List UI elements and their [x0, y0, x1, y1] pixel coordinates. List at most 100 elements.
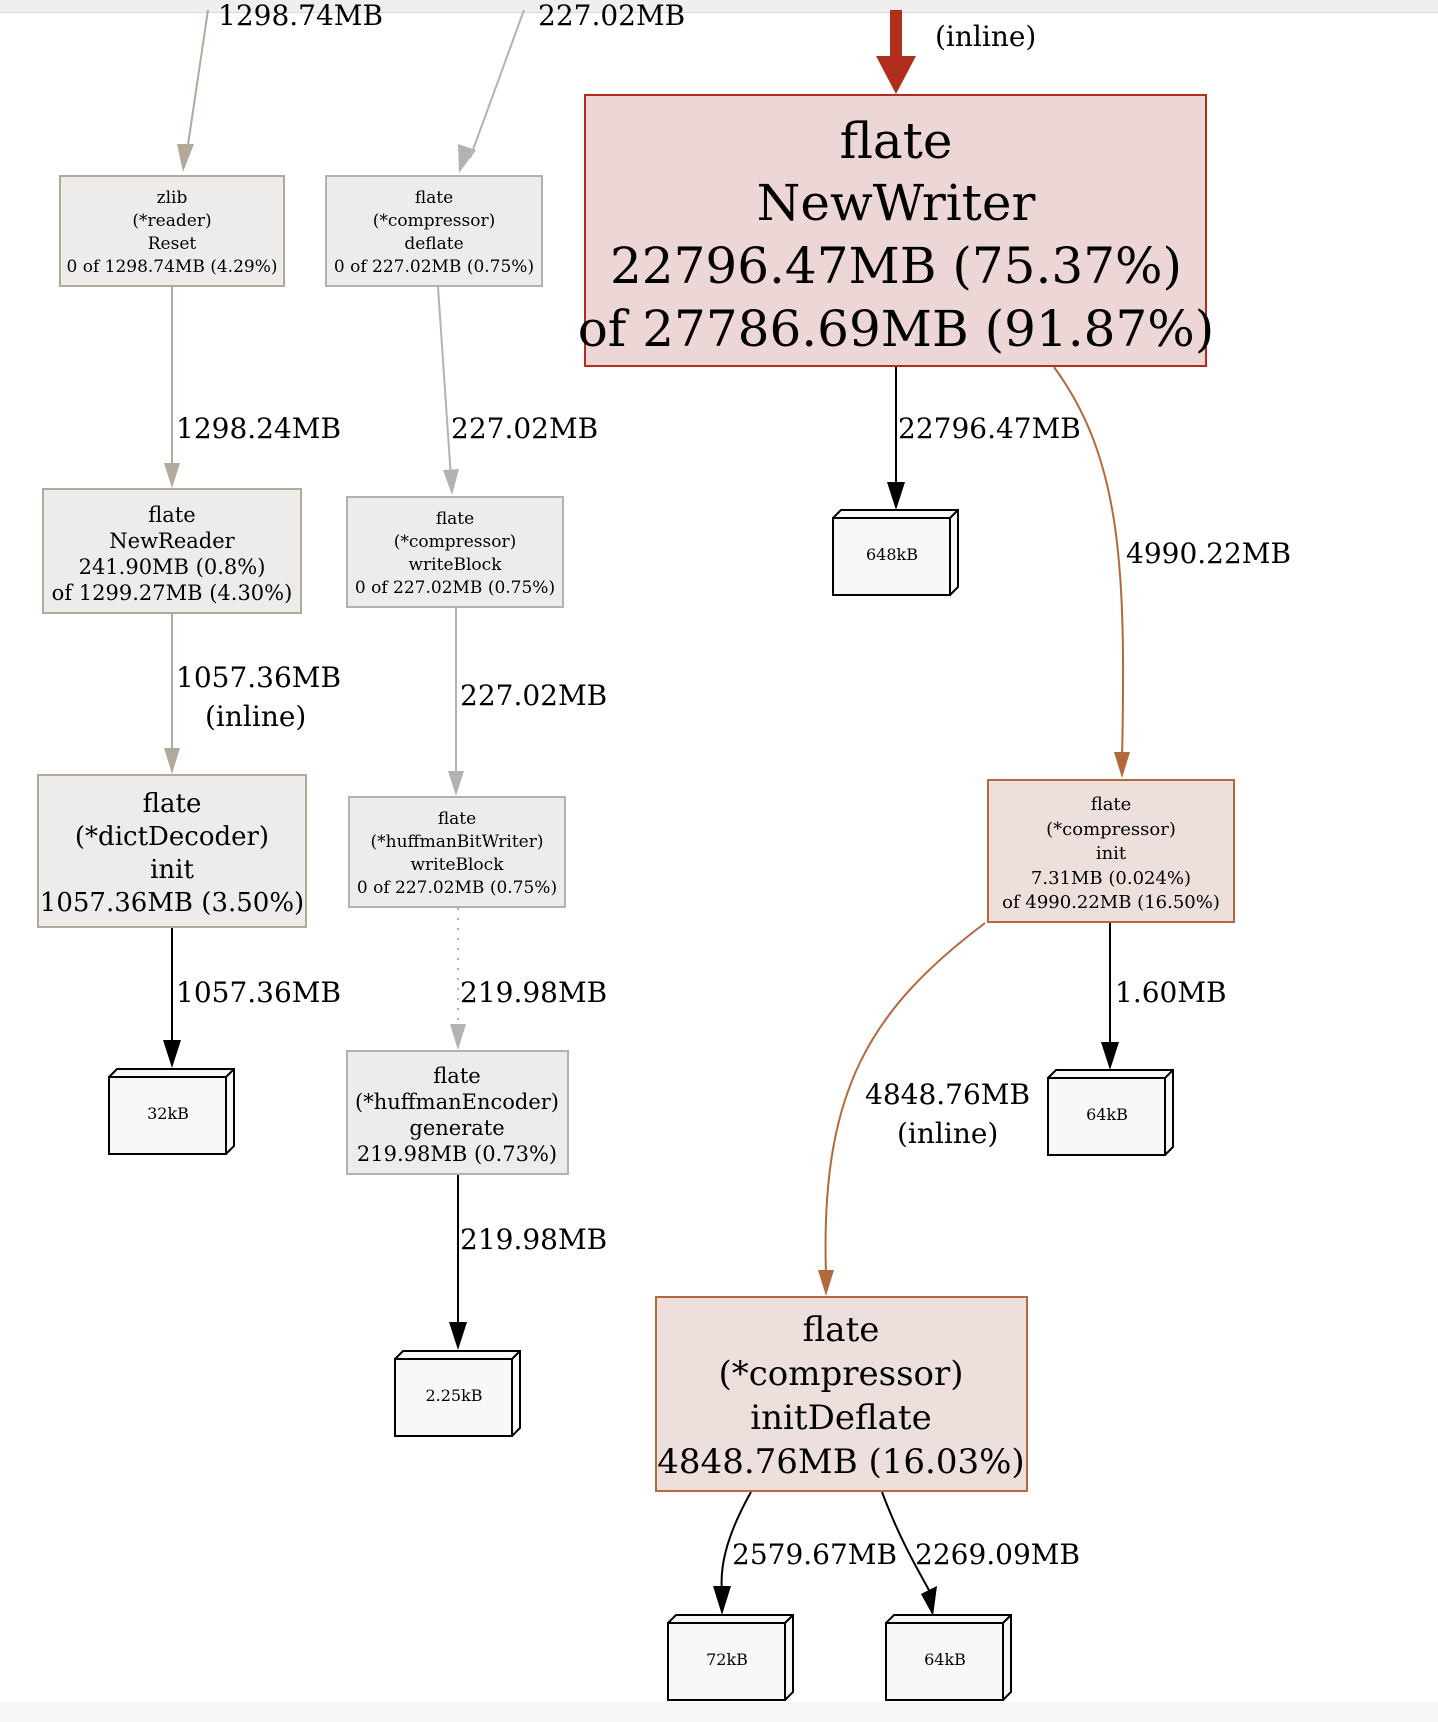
node-receiver: (*dictDecoder): [75, 822, 269, 852]
node-cost: 1057.36MB (3.50%): [40, 888, 304, 918]
edge-generate-to-2-25kb: 219.98MB: [449, 1175, 607, 1350]
alloc-box-2-25kb[interactable]: 2.25kB: [394, 1350, 521, 1437]
edge-label: 1057.36MB: [176, 661, 341, 694]
alloc-box-72kb[interactable]: 72kB: [667, 1614, 794, 1701]
node-receiver: (*compressor): [373, 211, 496, 231]
edge-label: 227.02MB: [451, 412, 598, 445]
node-package: flate: [840, 112, 953, 170]
node-function: writeBlock: [411, 855, 505, 875]
node-package: flate: [803, 1310, 880, 1350]
browser-bottom-bar: [0, 1702, 1438, 1722]
edge-initdeflate-to-72kb: 2579.67MB: [713, 1491, 897, 1615]
node-receiver: (*reader): [132, 211, 211, 231]
edge-writeblock-to-bitwriter: 227.02MB: [448, 608, 607, 796]
node-package: flate: [436, 509, 474, 529]
node-function: generate: [409, 1116, 504, 1140]
node-cost: 0 of 227.02MB (0.75%): [357, 878, 557, 898]
edge-label: 227.02MB: [538, 0, 685, 32]
edge-newwriter-to-init: 4990.22MB: [1053, 366, 1291, 778]
node-flate-newwriter[interactable]: flate NewWriter 22796.47MB (75.37%) of 2…: [578, 94, 1215, 367]
node-flate-huffmanencoder-generate[interactable]: flate (*huffmanEncoder) generate 219.98M…: [346, 1050, 569, 1175]
node-receiver: (*huffmanBitWriter): [371, 832, 544, 852]
node-receiver: (*huffmanEncoder): [355, 1090, 559, 1114]
node-function: initDeflate: [750, 1398, 931, 1438]
node-flate-dictdecoder-init[interactable]: flate (*dictDecoder) init 1057.36MB (3.5…: [37, 774, 307, 928]
alloc-box-64kb-b[interactable]: 64kB: [885, 1614, 1012, 1701]
node-package: flate: [433, 1064, 480, 1088]
node-flate-newreader[interactable]: flate NewReader 241.90MB (0.8%) of 1299.…: [42, 488, 302, 614]
edge-label: 227.02MB: [460, 679, 607, 712]
edge-in-zlib-reset: 1298.74MB: [177, 0, 383, 172]
alloc-size: 64kB: [924, 1650, 966, 1669]
edge-deflate-to-writeblock: 227.02MB: [437, 286, 598, 495]
node-cost: 0 of 227.02MB (0.75%): [355, 578, 555, 598]
node-package: flate: [1091, 794, 1132, 815]
edge-label: 1057.36MB: [176, 976, 341, 1009]
edge-label: (inline): [205, 700, 306, 733]
node-cumulative: of 4990.22MB (16.50%): [1002, 892, 1220, 913]
alloc-size: 2.25kB: [425, 1386, 482, 1405]
node-flate-compressor-init[interactable]: flate (*compressor) init 7.31MB (0.024%)…: [987, 779, 1235, 923]
node-flate-compressor-writeblock[interactable]: flate (*compressor) writeBlock 0 of 227.…: [346, 496, 564, 608]
alloc-size: 648kB: [866, 545, 918, 564]
node-function: NewWriter: [757, 174, 1036, 232]
edge-label: (inline): [935, 20, 1036, 53]
alloc-size: 64kB: [1086, 1105, 1128, 1124]
node-flate-huffmanbitwriter-writeblock[interactable]: flate (*huffmanBitWriter) writeBlock 0 o…: [348, 796, 566, 908]
node-receiver: (*compressor): [1046, 819, 1176, 840]
node-receiver: (*compressor): [394, 532, 517, 552]
edge-init-to-initdeflate: 4848.76MB (inline): [818, 922, 1030, 1296]
node-flate-compressor-deflate[interactable]: flate (*compressor) deflate 0 of 227.02M…: [325, 175, 543, 287]
node-function: Reset: [148, 234, 197, 254]
alloc-box-648kb[interactable]: 648kB: [832, 509, 959, 596]
node-package: flate: [415, 188, 453, 208]
edge-newwriter-to-648kb: 22796.47MB: [887, 367, 1081, 510]
node-package: flate: [143, 789, 202, 819]
edge-label: 2269.09MB: [915, 1538, 1080, 1571]
edge-in-compressor-deflate: 227.02MB: [458, 0, 685, 173]
edge-label: 1.60MB: [1115, 976, 1227, 1009]
node-package: flate: [148, 503, 195, 527]
alloc-size: 72kB: [706, 1650, 748, 1669]
node-cost: 4848.76MB (16.03%): [657, 1442, 1024, 1482]
node-cost: 22796.47MB (75.37%): [610, 237, 1182, 295]
edge-in-newwriter: (inline): [876, 10, 1036, 94]
edge-label: 1298.74MB: [218, 0, 383, 32]
node-cumulative: of 27786.69MB (91.87%): [578, 300, 1215, 358]
edge-init-to-64kb: 1.60MB: [1101, 923, 1227, 1070]
edge-dictdecoder-to-32kb: 1057.36MB: [163, 928, 341, 1068]
node-package: zlib: [157, 188, 188, 208]
edge-label: 219.98MB: [460, 976, 607, 1009]
node-zlib-reset[interactable]: zlib (*reader) Reset 0 of 1298.74MB (4.2…: [59, 175, 285, 287]
node-function: deflate: [404, 234, 463, 254]
edge-label: 1298.24MB: [176, 412, 341, 445]
edge-bitwriter-to-generate: 219.98MB: [450, 908, 607, 1050]
alloc-box-32kb[interactable]: 32kB: [108, 1068, 235, 1155]
node-cost: 241.90MB (0.8%): [79, 555, 266, 579]
node-function: init: [150, 855, 194, 885]
node-function: writeBlock: [409, 555, 503, 575]
edge-label: (inline): [897, 1117, 998, 1150]
alloc-size: 32kB: [147, 1104, 189, 1123]
node-function: init: [1096, 843, 1127, 864]
edge-label: 2579.67MB: [732, 1538, 897, 1571]
node-cost: 0 of 1298.74MB (4.29%): [66, 257, 277, 277]
node-function: NewReader: [109, 529, 235, 553]
edge-label: 4848.76MB: [865, 1078, 1030, 1111]
node-cumulative: of 1299.27MB (4.30%): [52, 581, 293, 605]
node-cost: 0 of 227.02MB (0.75%): [334, 257, 534, 277]
edge-initdeflate-to-64kb: 2269.09MB: [881, 1491, 1080, 1616]
edge-label: 22796.47MB: [898, 412, 1081, 445]
alloc-box-64kb-a[interactable]: 64kB: [1047, 1069, 1174, 1156]
node-cost: 7.31MB (0.024%): [1031, 868, 1191, 889]
edge-reset-to-newreader: 1298.24MB: [164, 287, 341, 488]
browser-top-bar: [0, 0, 1438, 13]
node-receiver: (*compressor): [718, 1354, 963, 1394]
edge-label: 219.98MB: [460, 1223, 607, 1256]
node-flate-compressor-initdeflate[interactable]: flate (*compressor) initDeflate 4848.76M…: [655, 1296, 1028, 1492]
edge-newreader-to-dictdecoder: 1057.36MB (inline): [164, 614, 341, 774]
node-cost: 219.98MB (0.73%): [357, 1142, 557, 1166]
edge-label: 4990.22MB: [1126, 537, 1291, 570]
node-package: flate: [438, 809, 476, 829]
